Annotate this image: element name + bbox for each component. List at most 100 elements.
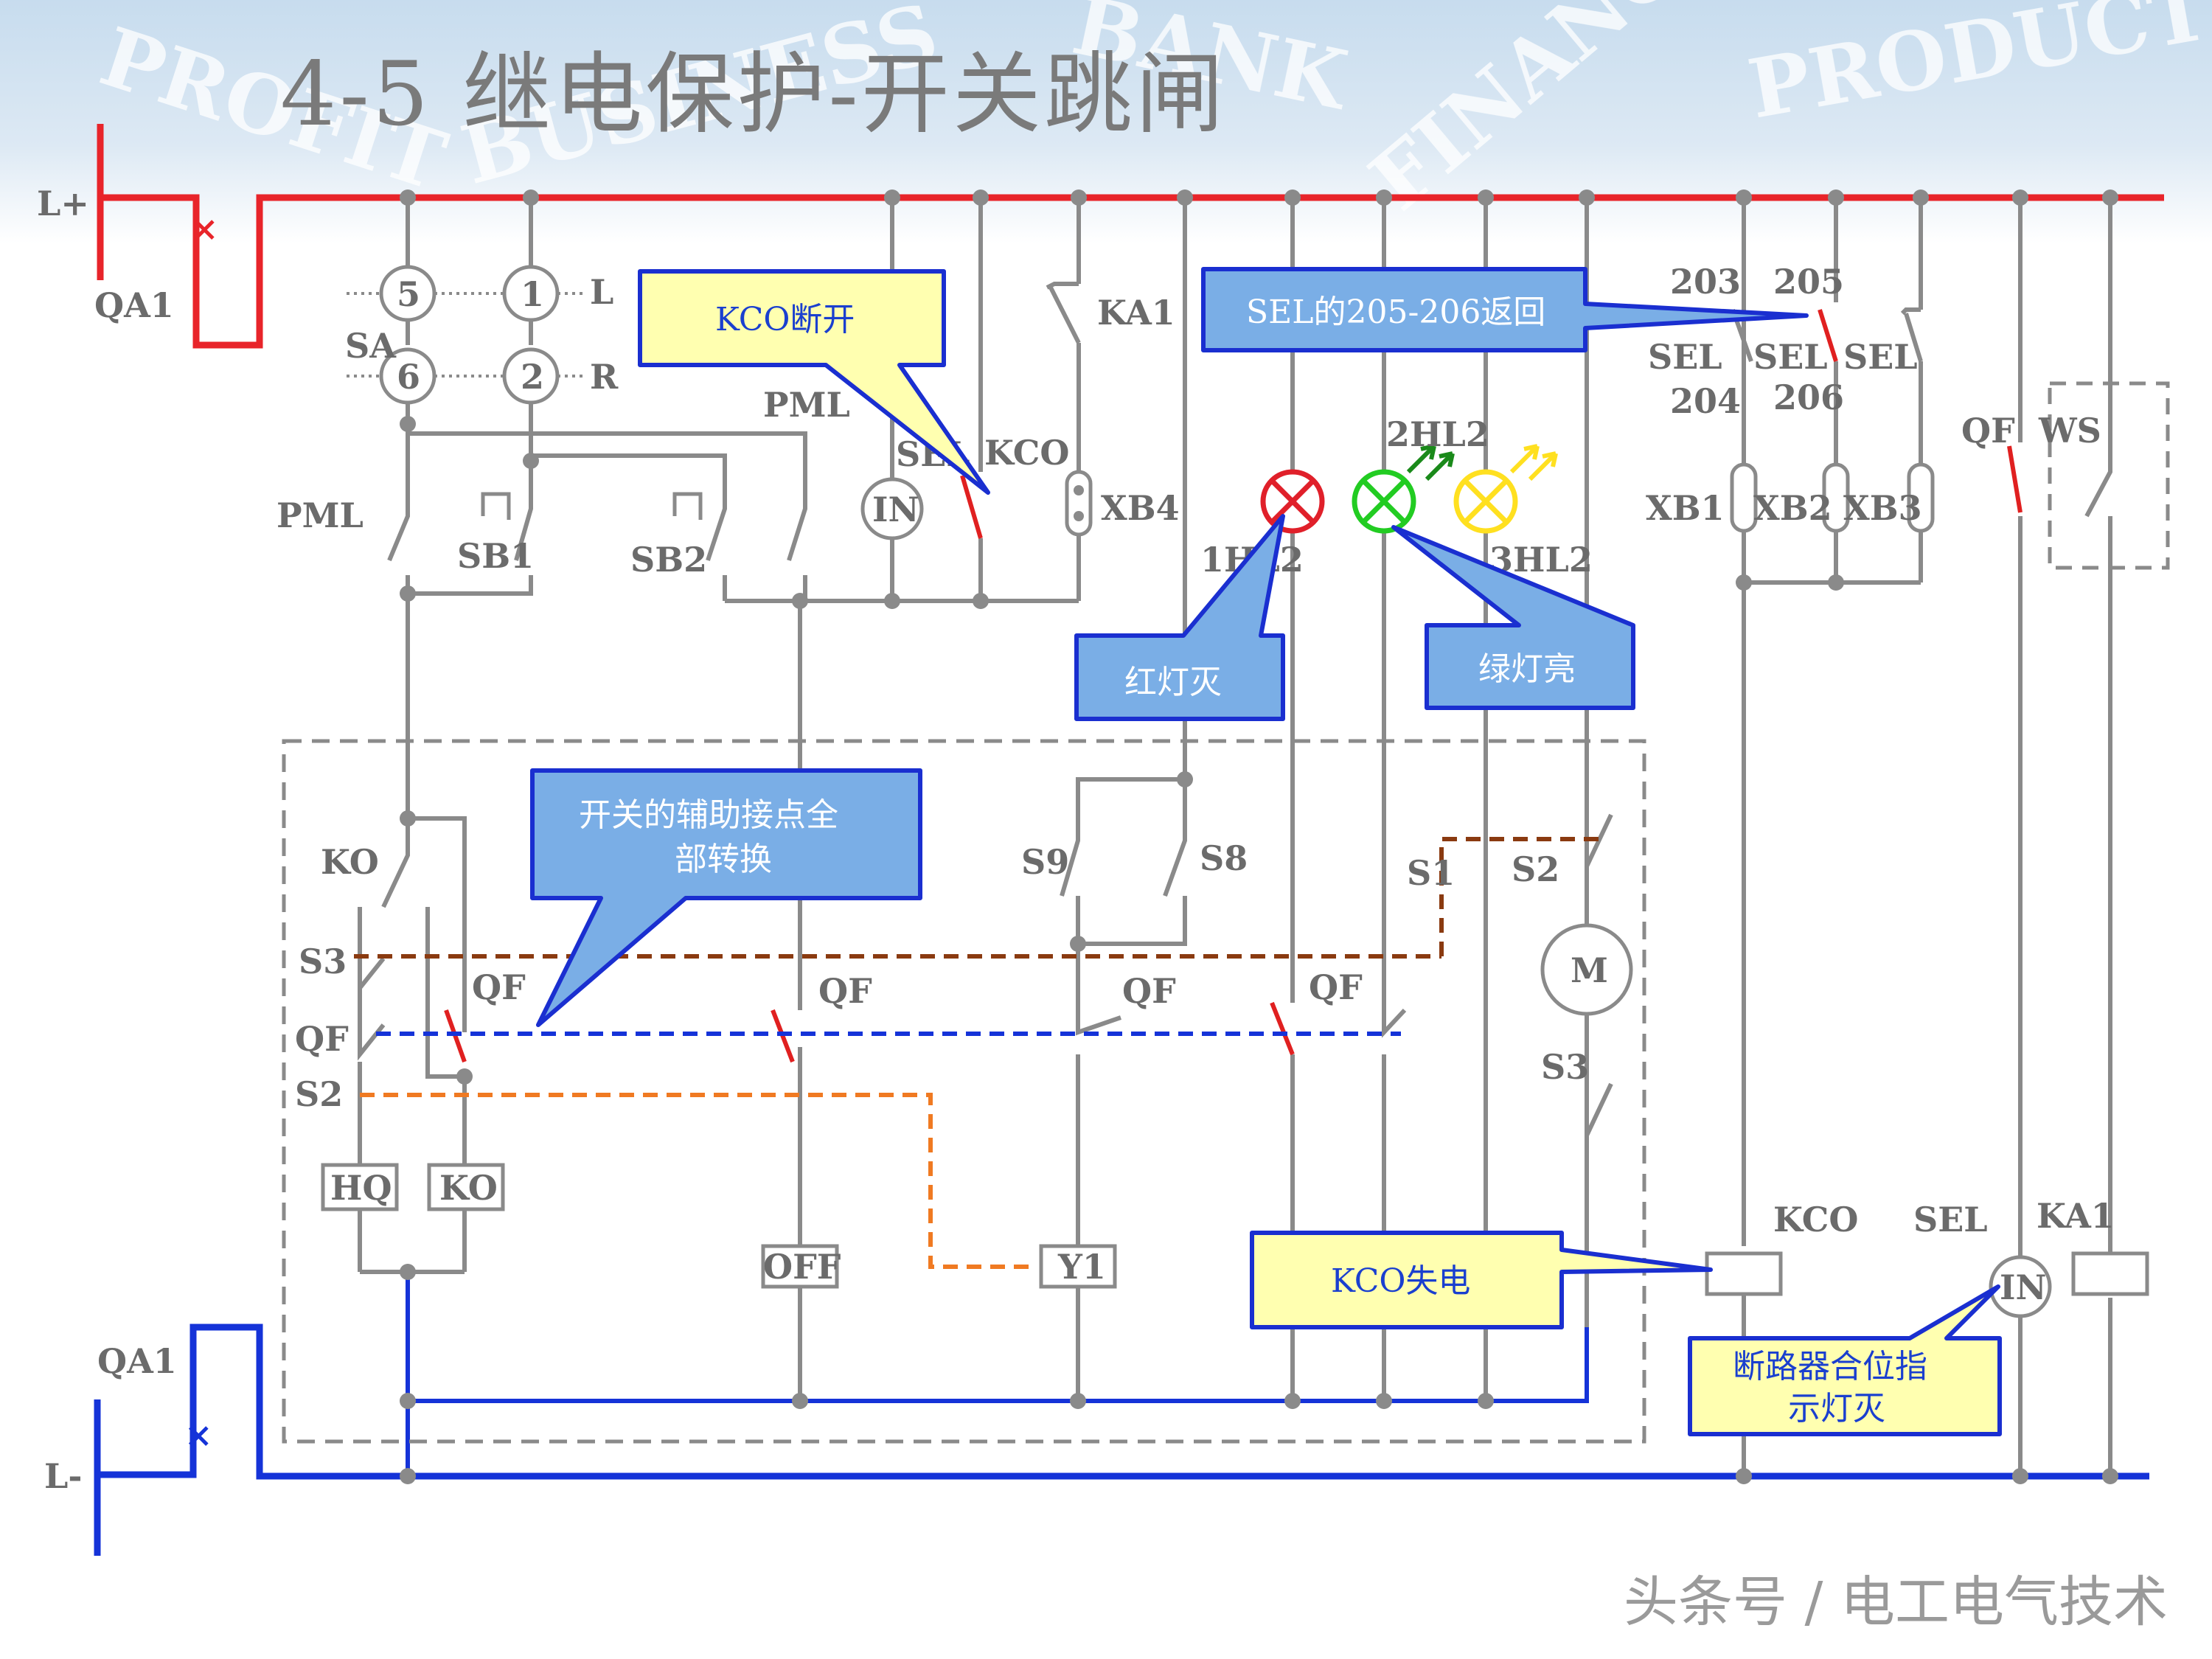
sel-in-label: IN <box>2000 1267 2047 1307</box>
negative-bus <box>94 1324 2149 1556</box>
sa-label: SA <box>345 326 397 366</box>
ws-label: WS <box>2038 411 2101 451</box>
sel-in-coil <box>1989 1255 2052 1318</box>
callout-kco-lose-power: KCO失电 <box>1250 1231 1713 1329</box>
breaker-mechanism-box <box>282 739 1646 1444</box>
contact-203-label: 203 <box>1670 262 1741 302</box>
kco-coil-label: KCO <box>1773 1200 1858 1239</box>
qa1-bottom-label: QA1 <box>97 1341 177 1381</box>
blue-return-line <box>408 1327 1589 1403</box>
xb3-link <box>1907 462 1935 533</box>
s3-left-label: S3 <box>299 942 347 981</box>
svg-text:部转换: 部转换 <box>675 841 772 878</box>
off-coil <box>761 1244 839 1289</box>
background-banner <box>0 0 2212 243</box>
sa-num-5: 5 <box>397 274 420 314</box>
s8-label: S8 <box>1200 838 1248 878</box>
breaker-top-mark: × <box>190 209 219 248</box>
svg-text:KCO断开: KCO断开 <box>715 301 855 338</box>
qa1-top-label: QA1 <box>94 285 174 325</box>
qf-c-label: QF <box>1122 971 1176 1011</box>
contact-204-label: 204 <box>1670 381 1741 421</box>
positive-bus-label: L+ <box>37 184 89 223</box>
ko-coil-label: KO <box>439 1168 498 1208</box>
sel-a-label: SEL <box>1648 337 1722 377</box>
in-relay-label: IN <box>872 490 919 529</box>
xb4-link <box>1065 470 1093 537</box>
motor-circle <box>1540 923 1633 1016</box>
positive-bus <box>97 124 2164 349</box>
motor-label: M <box>1571 950 1608 990</box>
off-coil-label: OFF <box>763 1247 841 1287</box>
y1-coil-label: Y1 <box>1057 1247 1106 1287</box>
page-title: 4-5 继电保护-开关跳闸 <box>280 44 1227 146</box>
qf-b-label: QF <box>818 971 872 1011</box>
xb4-label: XB4 <box>1101 488 1180 528</box>
sb1-button <box>481 492 511 520</box>
hq-coil-label: HQ <box>330 1168 392 1208</box>
lamp-2hl2-label: 2HL2 <box>1386 414 1489 454</box>
ka1-coil-label: KA1 <box>2037 1196 2115 1236</box>
pml-left-label: PML <box>276 495 364 535</box>
lamp-yellow <box>1453 444 1558 534</box>
qf-right-label: QF <box>1961 411 2015 451</box>
kco-contact-label: KCO <box>984 433 1069 473</box>
svg-text:红灯灭: 红灯灭 <box>1124 664 1222 701</box>
svg-text:示灯灭: 示灯灭 <box>1788 1390 1885 1427</box>
lamp-red <box>1260 469 1325 534</box>
xb1-label: XB1 <box>1646 488 1725 528</box>
s3-right-label: S3 <box>1541 1047 1589 1087</box>
y1-coil <box>1039 1244 1117 1289</box>
pml-top-label: PML <box>763 385 850 425</box>
ka1-coil <box>2071 1251 2149 1296</box>
sb2-button <box>672 492 703 520</box>
kco-coil <box>1705 1251 1783 1296</box>
callout-sel-return: SEL的205-206返回 <box>1201 267 1809 352</box>
bg-word-finance: FINANCE <box>1352 0 1745 229</box>
svg-text:断路器合位指: 断路器合位指 <box>1733 1348 1927 1385</box>
sel-c-label: SEL <box>1843 337 1918 377</box>
linkage-s2 <box>360 1093 1036 1269</box>
ko-coil <box>427 1163 505 1211</box>
callout-kco-open: KCO断开 <box>638 269 990 495</box>
sb2-label: SB2 <box>630 540 707 580</box>
xb1-link <box>1730 462 1758 533</box>
linkage-s1-s3 <box>1439 837 1604 956</box>
svg-text:SEL的205-206返回: SEL的205-206返回 <box>1246 293 1545 331</box>
negative-bus-label: L- <box>44 1456 82 1496</box>
callout-indicator-off: 断路器合位指 示灯灭 <box>1688 1284 2002 1436</box>
s9-label: S9 <box>1021 842 1069 882</box>
breaker-bottom-mark: × <box>184 1415 213 1455</box>
xb3-label: XB3 <box>1843 488 1922 528</box>
in-relay-circle <box>860 477 924 540</box>
watermark: 头条号 / 电工电气技术 <box>1624 1571 2168 1634</box>
bg-word-product: PRODUCT <box>1742 0 2212 137</box>
callout-red-off: 红灯灭 <box>1074 514 1285 721</box>
s2-right-label: S2 <box>1512 849 1559 889</box>
junction-dots <box>400 189 2118 1484</box>
sa-r-label: R <box>590 357 619 397</box>
sa-l-label: L <box>590 272 613 312</box>
callout-aux-switch: 开关的辅助接点全 部转换 <box>530 768 922 1027</box>
hq-coil <box>321 1163 399 1211</box>
sa-num-1: 1 <box>521 274 544 314</box>
qf-a-label: QF <box>472 967 526 1007</box>
sel-coil-label: SEL <box>1913 1200 1988 1239</box>
ka1-contact-label: KA1 <box>1097 293 1175 333</box>
svg-text:绿灯亮: 绿灯亮 <box>1478 650 1576 688</box>
ws-box <box>2048 381 2170 570</box>
svg-text:开关的辅助接点全: 开关的辅助接点全 <box>579 796 838 834</box>
svg-text:KCO失电: KCO失电 <box>1331 1262 1470 1300</box>
sel-b-label: SEL <box>1753 337 1828 377</box>
contact-206-label: 206 <box>1773 378 1844 417</box>
lamp-green <box>1352 444 1455 534</box>
ko-contact-label: KO <box>321 842 379 882</box>
s2-left-label: S2 <box>295 1074 343 1114</box>
sb1-label: SB1 <box>457 536 534 576</box>
xb2-link <box>1822 462 1850 533</box>
sa-num-6: 6 <box>397 357 420 397</box>
xb2-label: XB2 <box>1753 488 1832 528</box>
s1-label: S1 <box>1407 853 1455 893</box>
